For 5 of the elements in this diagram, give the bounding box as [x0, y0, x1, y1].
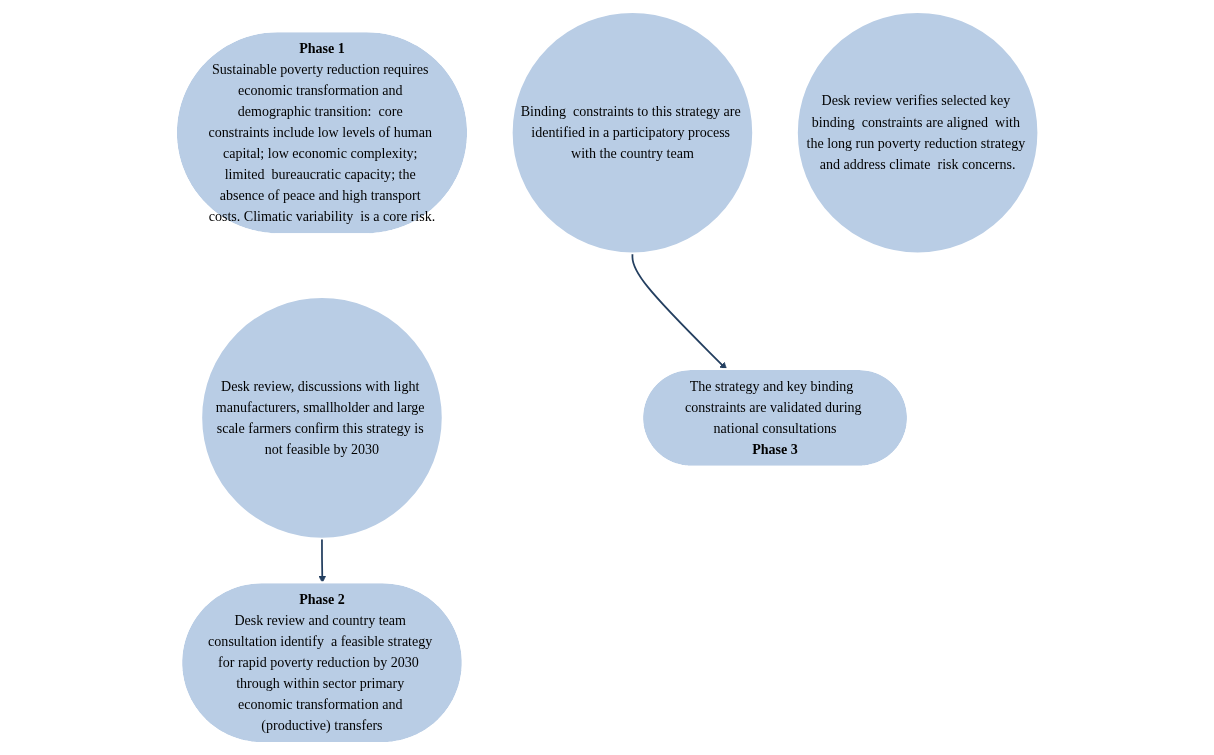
arrow [631, 252, 727, 370]
arrow [318, 537, 326, 584]
node-circle: Desk review verifies selected key binding constraints are aligned with the long run poverty reduction strategy and address climate risk concerns. [795, 11, 1039, 255]
node-circle: Binding constraints to this strategy are identified in a participatory process with the country team [510, 11, 754, 255]
node-circle: Desk review, discussions with light manufacturers, smallholder and large scale farmers confirm this strategy is not feasible by 2030 [200, 296, 444, 540]
